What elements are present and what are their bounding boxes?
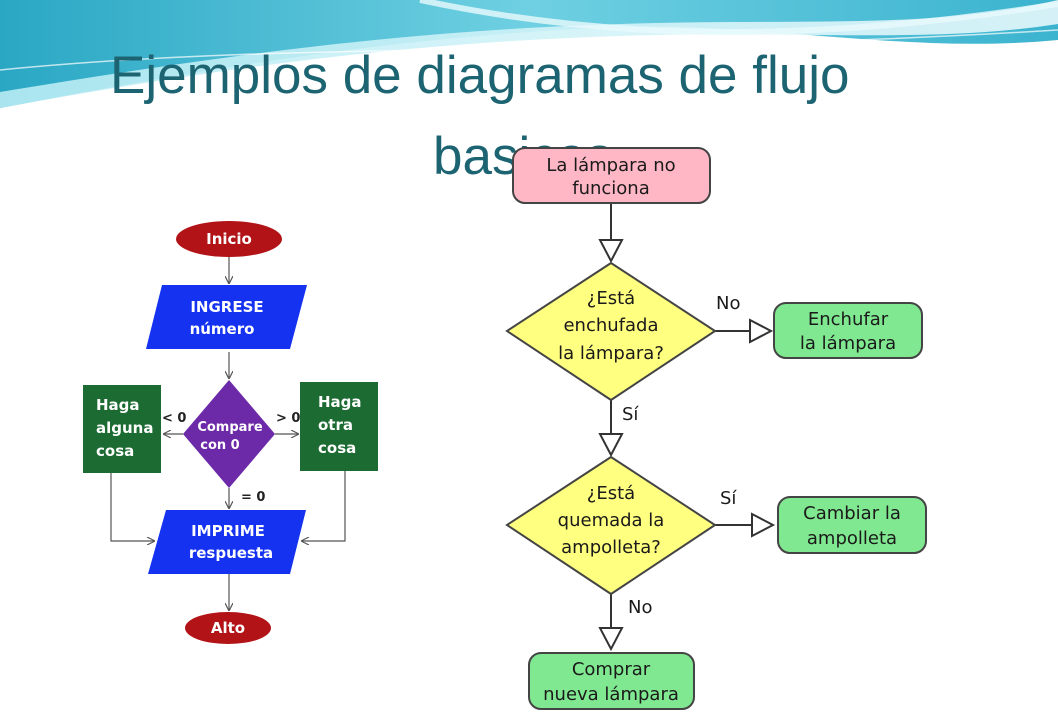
right-flowchart: La lámpara no funciona ¿Está enchufada l…: [505, 147, 927, 710]
right-action1-line2: la lámpara: [800, 333, 896, 354]
left-branch-less-label: < 0: [162, 411, 186, 426]
right-start-box: La lámpara no funciona: [512, 147, 711, 204]
left-flowchart: Inicio INGRESE número Compare con 0 Haga…: [83, 221, 378, 644]
left-decision-line2: con 0: [200, 438, 239, 453]
right-action1-line1: Enchufar: [808, 309, 889, 330]
left-input-parallelogram: INGRESE número: [146, 285, 307, 349]
left-connector-left-output: [110, 473, 154, 541]
left-input-line1: INGRESE: [190, 298, 263, 316]
right-decision2-line3: ampolleta?: [561, 537, 661, 558]
header-wave-line: [0, 29, 1058, 71]
right-arrowhead-end: [598, 627, 624, 652]
left-output-line1: IMPRIME: [191, 522, 265, 540]
right-d2-no-label: No: [628, 597, 652, 618]
left-process-less-line2: alguna: [96, 419, 153, 437]
right-end-line1: Comprar: [572, 659, 651, 680]
left-start-terminal: Inicio: [176, 221, 282, 257]
right-end-box: Comprar nueva lámpara: [528, 652, 695, 710]
right-decision2-line2: quemada la: [558, 510, 665, 531]
left-decision-diamond: Compare con 0: [183, 380, 275, 488]
left-process-greater-line3: cosa: [318, 439, 356, 457]
right-action-plug-in: Enchufar la lámpara: [773, 302, 923, 359]
right-end-line2: nueva lámpara: [543, 684, 679, 705]
right-decision1-line3: la lámpara?: [558, 343, 664, 364]
left-branch-greater-label: > 0: [276, 411, 300, 426]
right-decision2-line1: ¿Está: [587, 483, 635, 504]
left-process-greater-line2: otra: [318, 416, 353, 434]
left-process-less: Haga alguna cosa: [83, 385, 161, 473]
right-arrowhead-d1: [598, 239, 624, 264]
left-process-less-line1: Haga: [96, 396, 140, 414]
right-arrowhead-action1: [749, 318, 774, 344]
left-output-parallelogram: IMPRIME respuesta: [148, 510, 306, 574]
slide-title: Ejemplos de diagramas de flujo: [110, 46, 850, 105]
left-process-greater: Haga otra cosa: [300, 382, 378, 471]
right-start-line1: La lámpara no: [546, 155, 675, 176]
right-action-replace-bulb: Cambiar la ampolleta: [777, 496, 927, 554]
right-d1-yes-label: Sí: [622, 404, 639, 425]
right-arrowhead-action2: [751, 512, 776, 538]
header-wave-highlight: [419, 0, 1058, 36]
right-decision1-line1: ¿Está: [587, 288, 635, 309]
left-decision-line1: Compare: [197, 420, 263, 435]
right-start-line2: funciona: [572, 178, 650, 199]
right-arrowhead-d2: [598, 433, 624, 458]
right-decision-plugged: ¿Está enchufada la lámpara?: [505, 261, 717, 402]
right-action2-line2: ampolleta: [807, 528, 897, 549]
left-process-less-line3: cosa: [96, 442, 134, 460]
left-start-label: Inicio: [206, 230, 252, 248]
left-process-greater-line1: Haga: [318, 393, 362, 411]
left-input-line2: número: [190, 320, 255, 338]
right-d1-no-label: No: [716, 293, 740, 314]
right-decision-burnt: ¿Está quemada la ampolleta?: [505, 455, 717, 596]
header-wave-light: [0, 0, 1058, 108]
left-branch-equal-label: = 0: [241, 490, 265, 505]
left-end-label: Alto: [211, 619, 245, 637]
left-connector-right-output: [302, 471, 346, 541]
right-decision1-line2: enchufada: [563, 315, 658, 336]
right-action2-line1: Cambiar la: [803, 503, 901, 524]
left-end-terminal: Alto: [185, 612, 271, 644]
left-output-line2: respuesta: [189, 544, 273, 562]
right-d2-yes-label: Sí: [720, 488, 737, 509]
